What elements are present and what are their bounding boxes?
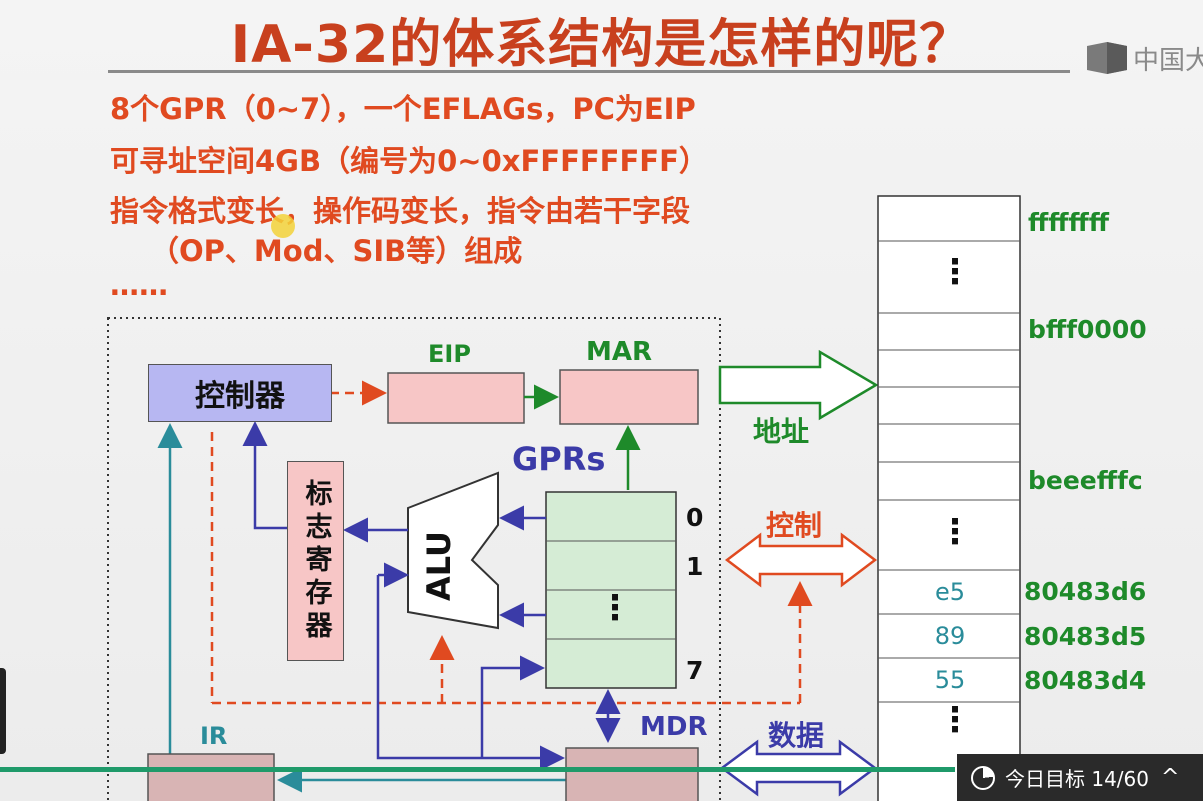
memory-address-top: ffffffff	[1028, 208, 1110, 237]
control-bus-arrow	[724, 532, 878, 588]
mooc-logo-icon	[1087, 42, 1127, 74]
gpr-vdots: ⋮	[598, 588, 632, 628]
memory-value-89: 89	[934, 622, 966, 650]
video-progress-bar[interactable]	[0, 767, 955, 772]
address-bus-label: 地址	[753, 415, 810, 448]
eip-register	[387, 372, 525, 424]
gpr-index-0: 0	[686, 503, 704, 532]
mar-register	[559, 369, 699, 425]
memory-value-e5: e5	[934, 578, 966, 606]
flag-register-box: 标志寄存器	[287, 461, 344, 661]
daily-goal-widget[interactable]: 今日目标 14/60 ^	[957, 754, 1203, 801]
memory-value-55: 55	[934, 666, 966, 694]
controller-box: 控制器	[148, 364, 332, 422]
memory-vdots-bottom: ⋮	[938, 700, 972, 740]
flag-register-label: 标志寄存器	[300, 478, 332, 644]
address-bus-arrow	[718, 349, 879, 421]
bullet-address-space: 可寻址空间4GB（编号为0~0xFFFFFFFF）	[110, 144, 708, 178]
memory-column	[877, 195, 1021, 801]
memory-vdots-top: ⋮	[938, 252, 972, 292]
logo-text: 中国大	[1133, 46, 1203, 76]
bullet-gpr: 8个GPR（0~7），一个EFLAGs，PC为EIP	[110, 92, 696, 126]
bullet-instruction-format: 指令格式变长，操作码变长，指令由若干字段	[110, 194, 691, 228]
alu-label: ALU	[420, 531, 458, 601]
bullet-instruction-fields: （OP、Mod、SIB等）组成	[150, 234, 523, 268]
eip-label: EIP	[428, 340, 471, 368]
memory-address-80483d4: 80483d4	[1024, 666, 1147, 695]
chevron-up-icon[interactable]: ^	[1161, 765, 1180, 790]
progress-pie-icon	[971, 765, 995, 790]
ir-label: IR	[200, 722, 228, 750]
mdr-register	[565, 747, 699, 801]
gprs-label: GPRs	[512, 440, 606, 478]
title-divider	[108, 70, 1070, 73]
control-bus-label: 控制	[766, 509, 823, 542]
mar-label: MAR	[586, 337, 653, 367]
cpu-boundary	[107, 317, 721, 801]
bullet-ellipsis: ……	[110, 268, 168, 302]
daily-goal-label: 今日目标 14/60	[1005, 767, 1149, 791]
side-panel-handle[interactable]	[0, 668, 6, 754]
data-bus-label: 数据	[768, 719, 825, 752]
memory-address-80483d6: 80483d6	[1024, 577, 1147, 606]
page-title: IA-32的体系结构是怎样的呢？	[230, 15, 973, 75]
cursor-highlight	[271, 214, 295, 238]
ir-register	[147, 753, 275, 801]
memory-address-beeefffc: beeefffc	[1028, 466, 1143, 495]
memory-vdots-middle: ⋮	[938, 512, 972, 552]
memory-address-80483d5: 80483d5	[1024, 622, 1147, 651]
gpr-index-7: 7	[686, 656, 704, 685]
gpr-index-1: 1	[686, 552, 704, 581]
alu-unit	[407, 471, 499, 630]
memory-address-bfff0000: bfff0000	[1028, 315, 1147, 344]
mdr-label: MDR	[640, 712, 708, 742]
